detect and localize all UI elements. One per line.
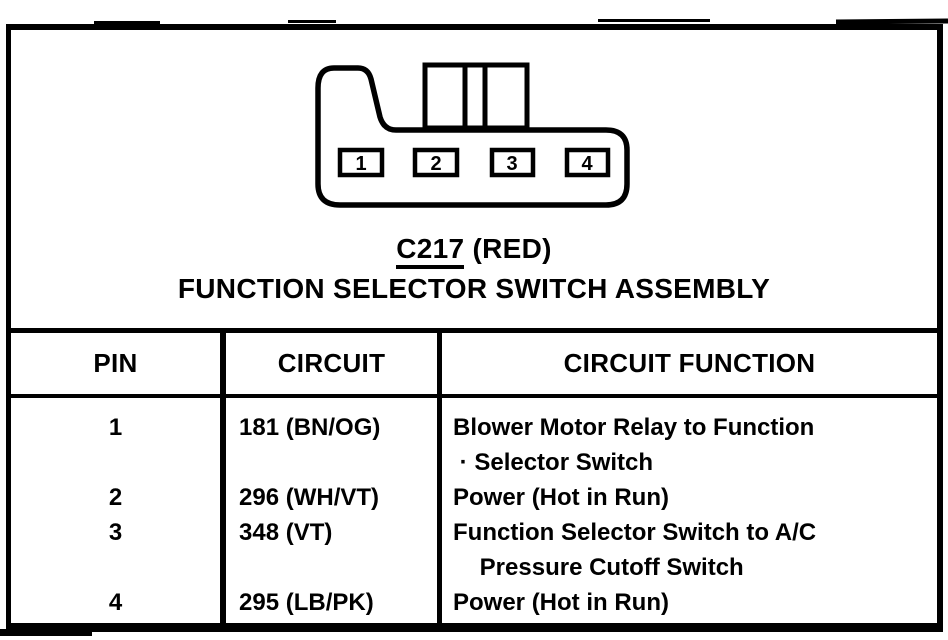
circuit-cell: 181 (BN/OG) [239,414,381,441]
circuit-column: 181 (BN/OG) 296 (WH/VT) 348 (VT) 295 (LB/PK… [220,398,437,623]
function-line: Pressure Cutoff Switch [453,554,744,581]
connector-id-line: C217 (RED) [11,233,937,269]
pin-cell: 1 [108,414,123,441]
header-pin: PIN [93,348,138,378]
connector-id: C217 [396,233,465,269]
function-cell: Blower Motor Relay to Function · Selecto… [442,410,937,480]
pin-cavity-1 [337,147,385,178]
function-line: Power (Hot in Run) [453,484,669,511]
pin-cavity-label-4: 4 [581,153,593,175]
connector-lock-tab [422,62,530,131]
scan-artifact-top-center [598,19,710,22]
connector-body-outline [315,65,630,208]
header-circuit: CIRCUIT [220,333,437,394]
function-line: Blower Motor Relay to Function [453,414,815,441]
connector-assembly-name: FUNCTION SELECTOR SWITCH ASSEMBLY [177,273,771,304]
scan-artifact-top-mid [288,20,336,23]
document-frame: 1 2 3 4 C217 (RED) FUNCTION SELECTOR SWI… [6,24,943,632]
circuit-cell: 348 (VT) [239,519,333,546]
pin-cavity-label-2: 2 [430,153,441,175]
scan-artifact-bottom-left [0,629,92,636]
pin-cavity-label-3: 3 [506,153,517,175]
pin-cavity-2 [412,147,460,178]
pin-cavity-label-1: 1 [355,153,366,175]
circuit-cell: 296 (WH/VT) [239,484,380,511]
pin-cavity-4 [564,147,611,178]
scan-artifact-top-left [94,21,160,24]
function-line: Function Selector Switch to A/C [453,519,817,546]
pin-cell: 3 [108,519,123,546]
connector-color: (RED) [464,233,552,264]
pin-cell: 2 [108,484,123,511]
pin-column: 1 2 3 4 [11,398,220,623]
circuit-cell: 295 (LB/PK) [239,589,374,616]
connector-diagram: 1 2 3 4 [315,62,630,208]
function-line: · Selector Switch [453,449,654,476]
table-body: 1 2 3 4 181 (BN/OG) 296 (WH/VT) 348 (VT) 295 (… [11,398,937,623]
header-function: CIRCUIT FUNCTION [437,333,937,394]
function-line: Power (Hot in Run) [453,589,669,616]
function-cell: Power (Hot in Run) [442,585,937,620]
function-column: Blower Motor Relay to Function · Selecto… [437,398,937,623]
function-cell: Function Selector Switch to A/C Pressure… [442,515,937,585]
pin-cavity-3 [489,147,536,178]
table-header-row: PIN CIRCUIT CIRCUIT FUNCTION [11,328,937,398]
function-cell: Power (Hot in Run) [442,480,937,515]
pin-cell: 4 [108,589,123,616]
